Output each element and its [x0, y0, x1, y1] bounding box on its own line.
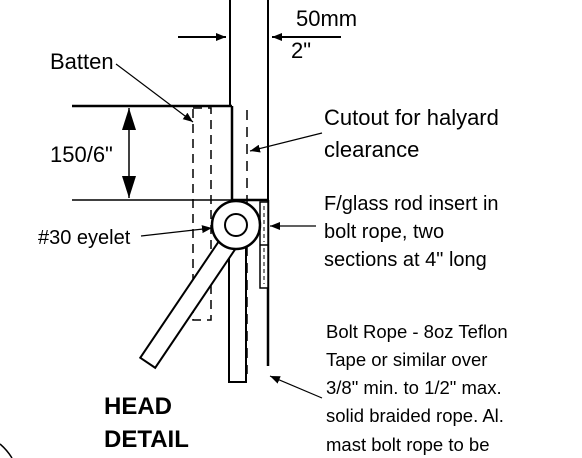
bolt-rope-label-line-2: Tape or similar over	[326, 349, 487, 370]
rod-label-line-2: bolt rope, two	[324, 221, 444, 243]
head-detail-title-line-2: DETAIL	[104, 426, 189, 453]
eyelet-leader	[140, 225, 213, 237]
batten-outline	[192, 107, 212, 321]
cutout-label-line-1: Cutout for halyard	[324, 105, 499, 130]
dim-top-metric-label: 50mm	[296, 6, 357, 31]
bolt-rope-leader	[269, 375, 323, 399]
height-arrow-bottom	[122, 176, 136, 198]
bolt-rope-label-line-1: Bolt Rope - 8oz Teflon	[326, 321, 508, 342]
bolt-rope-label-line-5: mast bolt rope to be	[326, 434, 490, 455]
dimension-height-label: 150/6"	[50, 142, 113, 167]
dim-top-imperial-label: 2"	[291, 38, 311, 63]
rod-label-line-3: sections at 4" long	[324, 249, 487, 271]
cutout-leader	[249, 132, 323, 153]
rod-label-line-1: F/glass rod insert in	[324, 193, 499, 215]
head-detail-title-line-1: HEAD	[104, 393, 172, 420]
bolt-rope-label-line-4: solid braided rope. Al.	[326, 405, 504, 426]
batten-leader	[115, 63, 194, 123]
bolt-rope-label-line-3: 3/8" min. to 1/2" max.	[326, 377, 502, 398]
height-arrow-top	[122, 108, 136, 130]
cutout-label-line-2: clearance	[324, 137, 419, 162]
eyelet-inner	[224, 213, 248, 237]
corner-arc	[0, 443, 13, 458]
batten-label: Batten	[50, 49, 114, 74]
eyelet-label: #30 eyelet	[38, 227, 131, 249]
